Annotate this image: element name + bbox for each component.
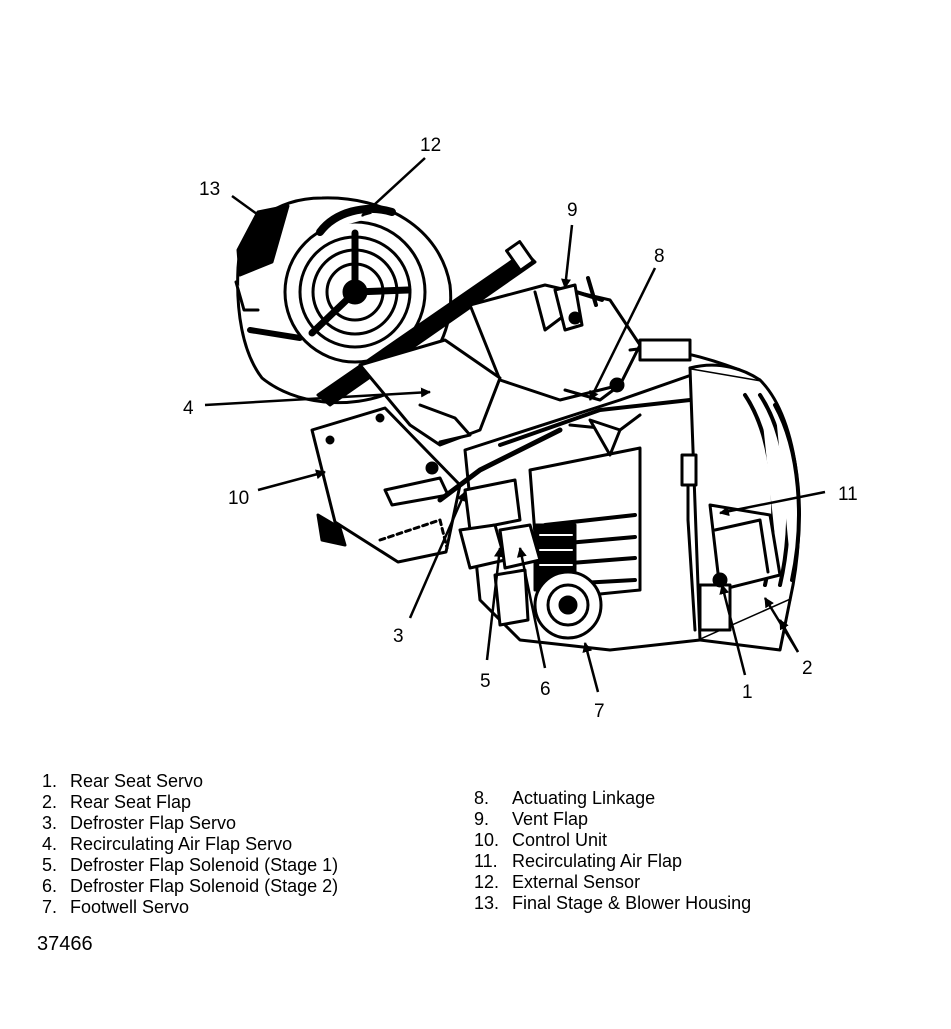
legend-item-3: 3.Defroster Flap Servo — [42, 813, 237, 833]
leader-11 — [719, 490, 826, 517]
legend-item-6: 6.Defroster Flap Solenoid (Stage 2) — [42, 876, 339, 896]
legend-item-7: 7.Footwell Servo — [42, 897, 190, 917]
legend-right-column: 8.Actuating Linkage 9.Vent Flap 10.Contr… — [474, 788, 751, 914]
callout-7: 7 — [594, 701, 605, 722]
legend-item-2: 2.Rear Seat Flap — [42, 792, 192, 812]
callout-labels: 1 2 3 4 5 6 7 8 9 10 11 12 13 — [183, 135, 858, 722]
leader-9 — [561, 224, 574, 289]
leader-7 — [582, 642, 600, 693]
callout-13: 13 — [199, 179, 220, 200]
callout-9: 9 — [567, 200, 578, 221]
legend-item-9: 9.Vent Flap — [474, 809, 589, 829]
footwell-servo — [533, 570, 603, 640]
leader-1 — [719, 584, 747, 676]
assembly-illustration — [234, 196, 801, 652]
defroster-flap-components — [437, 427, 563, 627]
callout-11: 11 — [838, 484, 858, 505]
leader-4 — [204, 387, 431, 407]
recirculating-air-flap — [708, 503, 782, 592]
callout-1: 1 — [742, 682, 753, 703]
legend-item-5: 5.Defroster Flap Solenoid (Stage 1) — [42, 855, 339, 875]
legend-item-8: 8.Actuating Linkage — [474, 788, 656, 808]
callout-12: 12 — [420, 135, 441, 156]
callout-10: 10 — [228, 488, 249, 509]
leader-2b — [778, 619, 800, 653]
figure-id: 37466 — [37, 933, 93, 955]
leader-6 — [516, 547, 547, 669]
callout-3: 3 — [393, 626, 404, 647]
leader-10 — [257, 469, 326, 492]
leader-13 — [231, 194, 269, 224]
legend-item-11: 11.Recirculating Air Flap — [474, 851, 683, 871]
leader-8 — [588, 267, 657, 401]
leader-12 — [361, 157, 426, 217]
legend-item-10: 10.Control Unit — [474, 830, 608, 850]
legend-item-12: 12.External Sensor — [474, 872, 641, 892]
leader-lines — [204, 157, 826, 693]
callout-2: 2 — [802, 658, 813, 679]
leader-3 — [408, 491, 467, 619]
callout-8: 8 — [654, 246, 665, 267]
legend-item-4: 4.Recirculating Air Flap Servo — [42, 834, 293, 854]
callout-4: 4 — [183, 398, 194, 419]
leader-5 — [485, 547, 504, 661]
blower-housing — [234, 196, 453, 405]
legend-left-column: 1.Rear Seat Servo 2.Rear Seat Flap 3.Def… — [42, 771, 338, 918]
callout-6: 6 — [540, 679, 551, 700]
cable-run — [628, 338, 742, 632]
callout-5: 5 — [480, 671, 491, 692]
upper-duct — [468, 276, 642, 402]
control-unit — [310, 406, 462, 564]
legend-item-1: 1.Rear Seat Servo — [42, 771, 204, 791]
actuating-linkage — [563, 377, 625, 457]
legend-item-13: 13.Final Stage & Blower Housing — [474, 893, 752, 913]
